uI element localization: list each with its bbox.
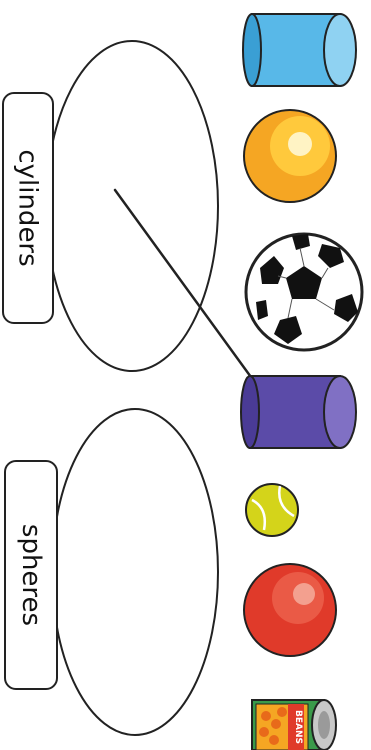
- cylinders-label-box: cylinders: [2, 92, 54, 324]
- blue-cylinder-item[interactable]: [242, 13, 357, 87]
- spheres-label-box: spheres: [4, 460, 58, 690]
- tennis-ball-item[interactable]: [245, 483, 299, 537]
- spheres-sort-circle[interactable]: [51, 408, 219, 736]
- purple-cylinder-item[interactable]: [240, 375, 357, 449]
- beans-can-item[interactable]: BEANS: [251, 699, 337, 750]
- beans-label-text: BEANS: [293, 710, 303, 744]
- cylinders-label: cylinders: [13, 149, 43, 267]
- cylinders-sort-circle[interactable]: [45, 40, 219, 372]
- orange-ball-item[interactable]: [243, 109, 337, 203]
- soccer-ball-item[interactable]: [244, 232, 364, 352]
- spheres-label: spheres: [16, 523, 46, 627]
- red-ball-item[interactable]: [243, 563, 337, 657]
- match-line: [113, 188, 274, 408]
